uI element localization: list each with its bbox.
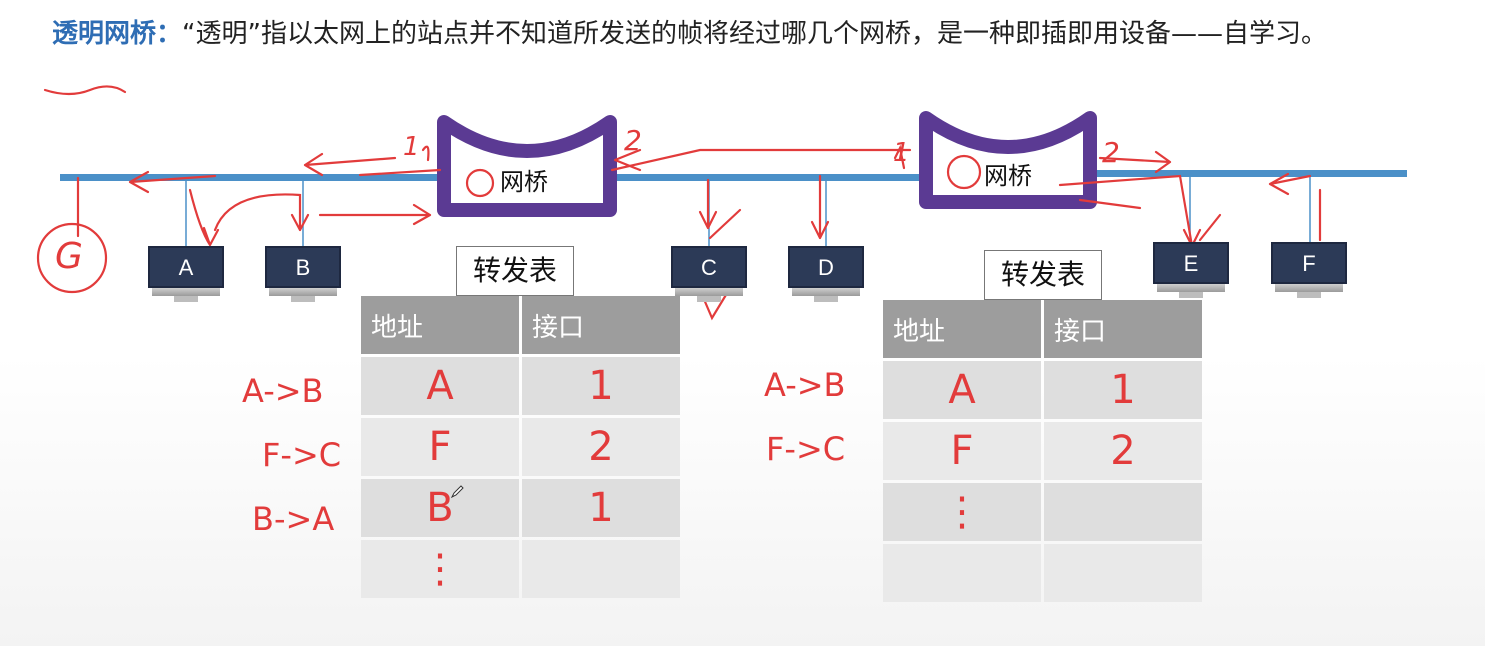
table-1-row-4-addr: ⋮ [361,540,519,598]
table-1-row-3-addr: B [361,479,519,537]
table-row: F 2 [361,418,680,476]
table-1-row-1-addr: A [361,357,519,415]
title-term: 透明网桥： [52,19,183,49]
host-f: F [1271,242,1347,302]
table-2-row-2-label: F->C [766,430,846,468]
table-2-row-2-port: 2 [1044,422,1202,480]
bridge-1-port-left: 1 [403,132,420,162]
bridge-2-shape [919,111,1097,209]
table-row: A 1 [883,361,1202,419]
table-2-row-1-addr: A [883,361,1041,419]
table-2-row-4-port [1044,544,1202,602]
table-1-row-4-port [522,540,680,598]
table-2-row-4-addr [883,544,1041,602]
table-2-header-addr: 地址 [883,300,1041,358]
bridge-2-port-left: 1 [893,138,910,168]
ink-annotations [36,85,1322,321]
table-2-row-3-addr: ⋮ [883,483,1041,541]
table-1-caption: 转发表 [456,246,574,296]
host-e: E [1153,242,1229,302]
host-b: B [265,246,341,306]
table-1-row-3-port: 1 [522,479,680,537]
host-a-label: A [148,246,224,288]
table-row: ⋮ [883,483,1202,541]
table-2-row-1-label: A->B [764,366,846,404]
table-2-header-port: 接口 [1044,300,1202,358]
table-row: B 1 [361,479,680,537]
forwarding-table-1: 地址 接口 A 1 F 2 B 1 ⋮ [358,293,683,601]
bridge-1-label: 网桥 [500,168,548,196]
bridge-1-shape [437,115,617,217]
bridge-2-label: 网桥 [984,162,1032,190]
host-c-label: C [671,246,747,288]
ethernet-segment-middle [610,174,930,181]
bridge-2-port-right: 2 [1102,136,1120,169]
host-d: D [788,246,864,306]
host-a: A [148,246,224,306]
host-d-label: D [788,246,864,288]
title-text: “透明”指以太网上的站点并不知道所发送的帧将经过哪几个网桥，是一种即插即用设备—… [182,19,1327,49]
table-2-row-1-port: 1 [1044,361,1202,419]
host-f-label: F [1271,242,1347,284]
table-1-row-3-label: B->A [252,500,335,538]
table-1-row-2-label: F->C [262,436,342,474]
ethernet-segment-right [1090,170,1407,177]
table-1-row-1-label: A->B [242,372,324,410]
table-1-header-addr: 地址 [361,296,519,354]
bridge-1-port-right: 2 [624,124,642,157]
table-1-row-1-port: 1 [522,357,680,415]
table-1-header-port: 接口 [522,296,680,354]
table-1-row-2-port: 2 [522,418,680,476]
table-2-row-2-addr: F [883,422,1041,480]
host-b-label: B [265,246,341,288]
host-c: C [671,246,747,306]
host-e-label: E [1153,242,1229,284]
table-2-row-3-port [1044,483,1202,541]
table-2-caption: 转发表 [984,250,1102,300]
table-row: ⋮ [361,540,680,598]
table-row: F 2 [883,422,1202,480]
pen-cursor-icon [450,484,464,499]
forwarding-table-2: 地址 接口 A 1 F 2 ⋮ [880,297,1205,605]
table-row [883,544,1202,602]
table-row: A 1 [361,357,680,415]
page-title: 透明网桥：“透明”指以太网上的站点并不知道所发送的帧将经过哪几个网桥，是一种即插… [52,16,1472,52]
host-g-label: G [55,236,83,277]
table-1-row-2-addr: F [361,418,519,476]
ethernet-segment-left [60,174,445,181]
